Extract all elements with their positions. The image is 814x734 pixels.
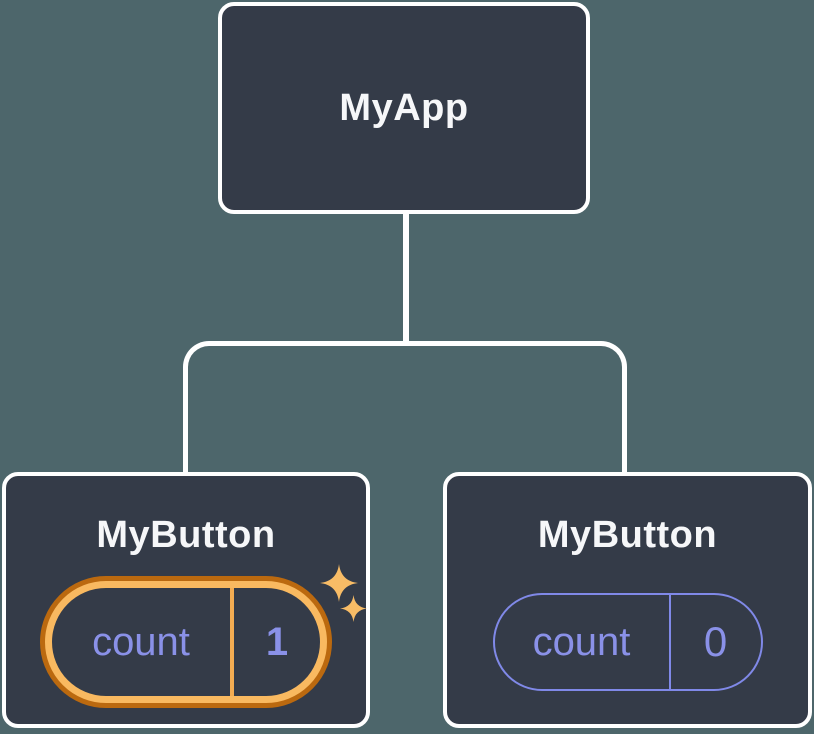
state-pill-inner: count 1 [52,588,320,696]
state-label: count [92,619,190,664]
connector-stem [403,213,409,346]
connector-bracket [183,341,627,472]
node-title: MyButton [96,514,276,556]
state-value: 0 [668,595,761,689]
state-value: 1 [230,588,320,696]
state-pill-zone: count 1 [6,562,366,722]
node-title: MyButton [537,514,718,556]
state-pill-zone: count 0 [447,562,808,722]
state-pill: count 0 [492,593,763,691]
sparkle-icon [320,564,358,602]
state-pill-highlighted: count 1 [40,576,332,708]
state-label: count [532,619,631,664]
tree-node-mybutton-left: MyButton count 1 [2,472,370,728]
node-title: MyApp [339,87,469,129]
tree-node-mybutton-right: MyButton count 0 [443,472,812,728]
sparkle-icon [340,595,367,622]
tree-node-myapp: MyApp [218,2,590,214]
